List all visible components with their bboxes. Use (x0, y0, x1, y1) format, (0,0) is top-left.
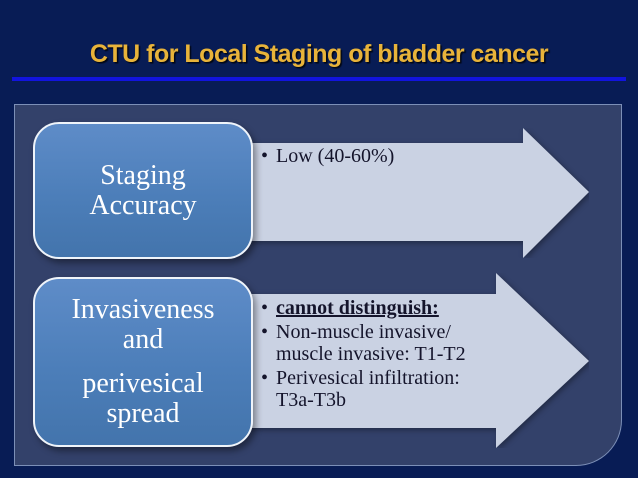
stage-label-line: Accuracy (89, 189, 197, 221)
bullet-item: Low (40-60%) (259, 145, 511, 167)
stage-label-paragraph: perivesical spread (82, 369, 203, 429)
stage-label-line: perivesical (82, 368, 204, 399)
arrow-2-bullet-list: cannot distinguish: Non-muscle invasive/… (259, 297, 497, 411)
bullet-item: Perivesical infiltration: T3a-T3b (259, 367, 497, 411)
stage-label-box-1: Staging Accuracy (33, 122, 253, 259)
title-underline-rule (12, 77, 626, 81)
stage-label-line: spread (106, 398, 180, 429)
bullet-item: Non-muscle invasive/ muscle invasive: T1… (259, 321, 497, 365)
stage-label-line: and (122, 324, 164, 355)
bullet-text: T3a-T3b (276, 389, 346, 411)
stage-label-box-2: Invasiveness and perivesical spread (33, 277, 253, 447)
bullet-text: Low (40-60%) (276, 145, 395, 167)
bullet-text: cannot distinguish: (276, 297, 439, 319)
arrow-1-bullet-list: Low (40-60%) (259, 145, 511, 167)
bullet-text: Non-muscle invasive/ (276, 321, 451, 343)
stage-label-line: Invasiveness (71, 294, 215, 325)
content-panel: Low (40-60%) Staging Accuracy cannot dis… (14, 104, 622, 466)
stage-label-paragraph: Invasiveness and (71, 295, 214, 355)
bullet-text: Perivesical infiltration: (276, 367, 460, 389)
page-title: CTU for Local Staging of bladder cancer (89, 40, 549, 68)
bullet-text: muscle invasive: T1-T2 (276, 343, 466, 365)
bullet-list: Low (40-60%) (259, 145, 511, 167)
bullet-list: cannot distinguish: Non-muscle invasive/… (259, 297, 497, 411)
bullet-item: cannot distinguish: (259, 297, 497, 319)
stage-label-line: Staging (100, 159, 186, 191)
stage-label-paragraph: Staging Accuracy (89, 159, 197, 221)
